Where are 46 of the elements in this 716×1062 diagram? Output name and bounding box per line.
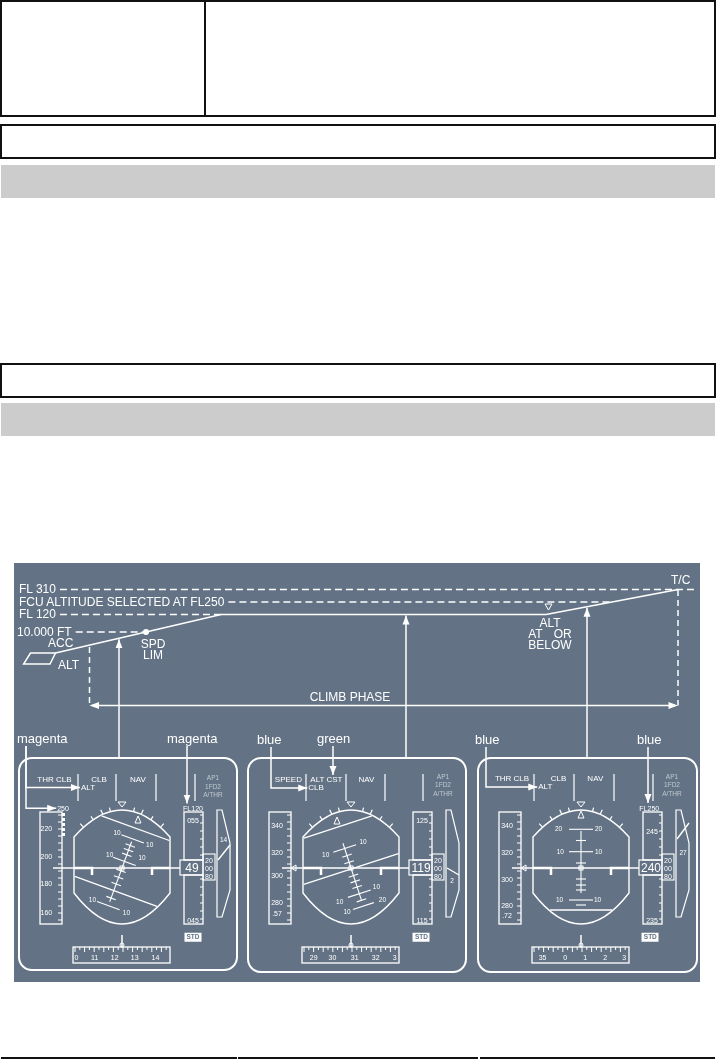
color-callout-label: magenta <box>17 732 68 745</box>
arrow <box>115 638 123 758</box>
flight-level-label: FL 310 <box>19 583 56 595</box>
selected-altitude-label: FCU ALTITUDE SELECTED AT FL250 <box>19 596 225 608</box>
constraint-label: ALT AT OR BELOW <box>527 618 573 651</box>
color-callout-label: blue <box>637 733 662 746</box>
flight-display-panel <box>18 757 238 971</box>
flight-display-panel <box>247 757 467 973</box>
leader-arrow <box>644 746 652 804</box>
flight-mode-text: NAV <box>358 776 375 784</box>
altitude-label: ACC <box>48 637 74 649</box>
arrow <box>583 607 591 758</box>
flight-mode-text: NAV <box>587 775 604 784</box>
altitude-readout: 240 <box>641 861 661 874</box>
section-bar <box>1 165 715 198</box>
leader-arrow <box>270 746 308 792</box>
armed-mode-text: ALT <box>538 783 553 791</box>
altitude-readout: 49 <box>185 861 199 874</box>
flight-mode-text: NAV <box>130 776 146 784</box>
leader-arrow <box>485 746 538 791</box>
flight-display-panel <box>477 757 698 973</box>
heading-box <box>0 124 716 159</box>
altitude-readout: 119 <box>411 861 431 874</box>
color-callout-label: blue <box>475 733 500 746</box>
flight-mode-text: ALT CST <box>310 776 343 784</box>
altitude-label: 10.000 FT <box>17 625 72 638</box>
flight-mode-text: THR CLB <box>37 776 72 784</box>
flight-mode-text: SPEED <box>274 776 302 784</box>
flight-level-label: FL 120 <box>19 608 56 620</box>
color-callout-label: blue <box>257 733 282 746</box>
flight-mode-text: CLB <box>550 775 567 784</box>
armed-mode-text: ALT <box>80 783 96 792</box>
leader-arrow <box>183 745 191 805</box>
armed-mode-text: CLB <box>308 784 324 792</box>
section-bar <box>1 403 715 436</box>
flight-mode-text: CLB <box>91 776 107 784</box>
heading-box <box>0 363 716 398</box>
leader-arrow <box>329 745 337 776</box>
flight-mode-text: THR CLB <box>494 775 530 784</box>
leader-arrow <box>25 745 57 812</box>
phase-label: CLIMB PHASE <box>309 691 391 703</box>
color-callout-label: magenta <box>167 732 218 745</box>
color-callout-label: green <box>317 732 351 745</box>
speed-limit-label: SPD LIM <box>139 639 167 661</box>
top-of-climb-label: T/C <box>671 574 691 586</box>
arrow <box>402 614 410 758</box>
